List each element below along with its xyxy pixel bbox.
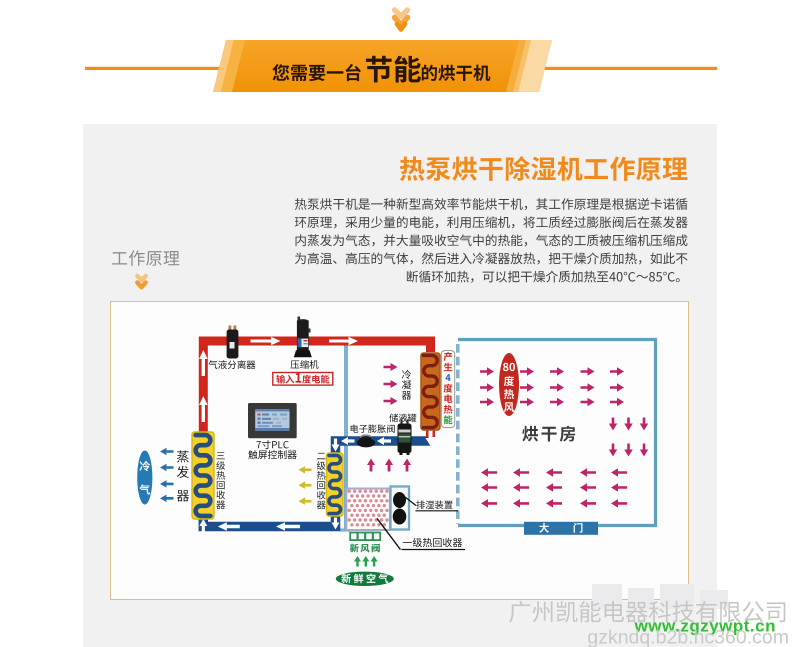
svg-text:gzkndq.b2b.hc360.com: gzkndq.b2b.hc360.com [587,627,789,647]
svg-text:www.zgzywpt.cn: www.zgzywpt.cn [634,617,776,636]
